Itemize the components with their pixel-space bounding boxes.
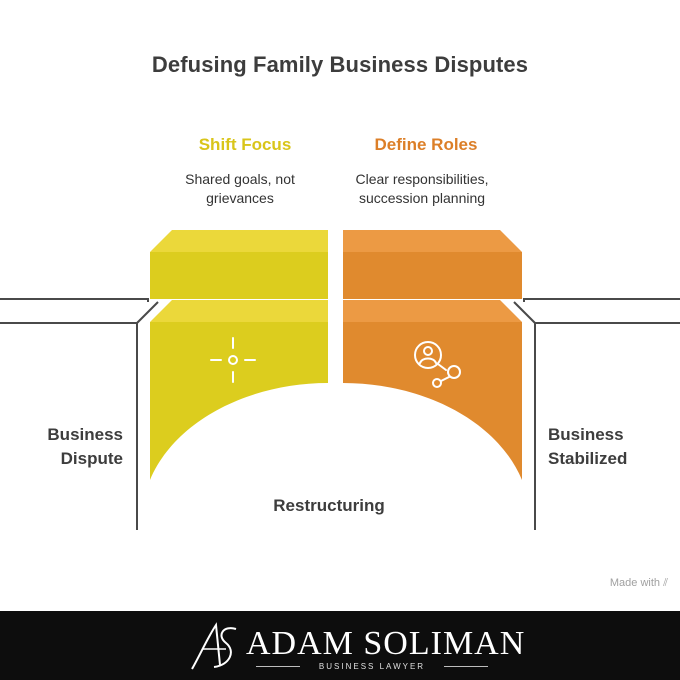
- footer-brand-name: ADAM SOLIMAN: [246, 625, 526, 662]
- restructuring-label: Restructuring: [273, 496, 385, 515]
- business-dispute-ledge: [0, 298, 159, 530]
- monogram-logo-icon: [191, 622, 237, 670]
- define-roles-heading: Define Roles: [374, 135, 478, 154]
- business-stabilized-label: Business Stabilized: [548, 423, 627, 471]
- business-dispute-label-line1: Business: [47, 425, 123, 444]
- define-roles-description-line1: Clear responsibilities,: [355, 171, 489, 187]
- crosshair-icon: [210, 337, 256, 383]
- footer-divider-left: [256, 666, 300, 667]
- user-network-icon: [414, 341, 461, 388]
- made-with-badge[interactable]: Made with ⫽: [610, 577, 668, 590]
- footer-tagline: BUSINESS LAWYER: [318, 662, 426, 671]
- business-dispute-label: Business Dispute: [47, 423, 123, 471]
- shift-focus-heading: Shift Focus: [198, 135, 292, 154]
- shift-focus-description-line2: grievances: [206, 190, 274, 206]
- page-title: Defusing Family Business Disputes: [151, 52, 529, 77]
- business-stabilized-ledge: [513, 298, 680, 530]
- business-stabilized-label-line2: Stabilized: [548, 449, 628, 468]
- footer-banner: ADAM SOLIMAN BUSINESS LAWYER: [0, 611, 680, 680]
- bridge-diagram: [0, 230, 680, 530]
- define-roles-block: [343, 230, 522, 480]
- define-roles-description-line2: succession planning: [358, 190, 486, 206]
- shift-focus-block: [150, 230, 328, 480]
- business-stabilized-label-line1: Business: [548, 425, 624, 444]
- made-with-text: Made with: [609, 577, 661, 589]
- made-with-logo-icon: ⫽: [663, 577, 668, 589]
- footer-divider-right: [444, 666, 488, 667]
- shift-focus-description: Shared goals, not grievances: [120, 170, 360, 208]
- define-roles-description: Clear responsibilities, succession plann…: [302, 170, 542, 208]
- shift-focus-description-line1: Shared goals, not: [185, 171, 295, 187]
- business-dispute-label-line2: Dispute: [60, 449, 123, 468]
